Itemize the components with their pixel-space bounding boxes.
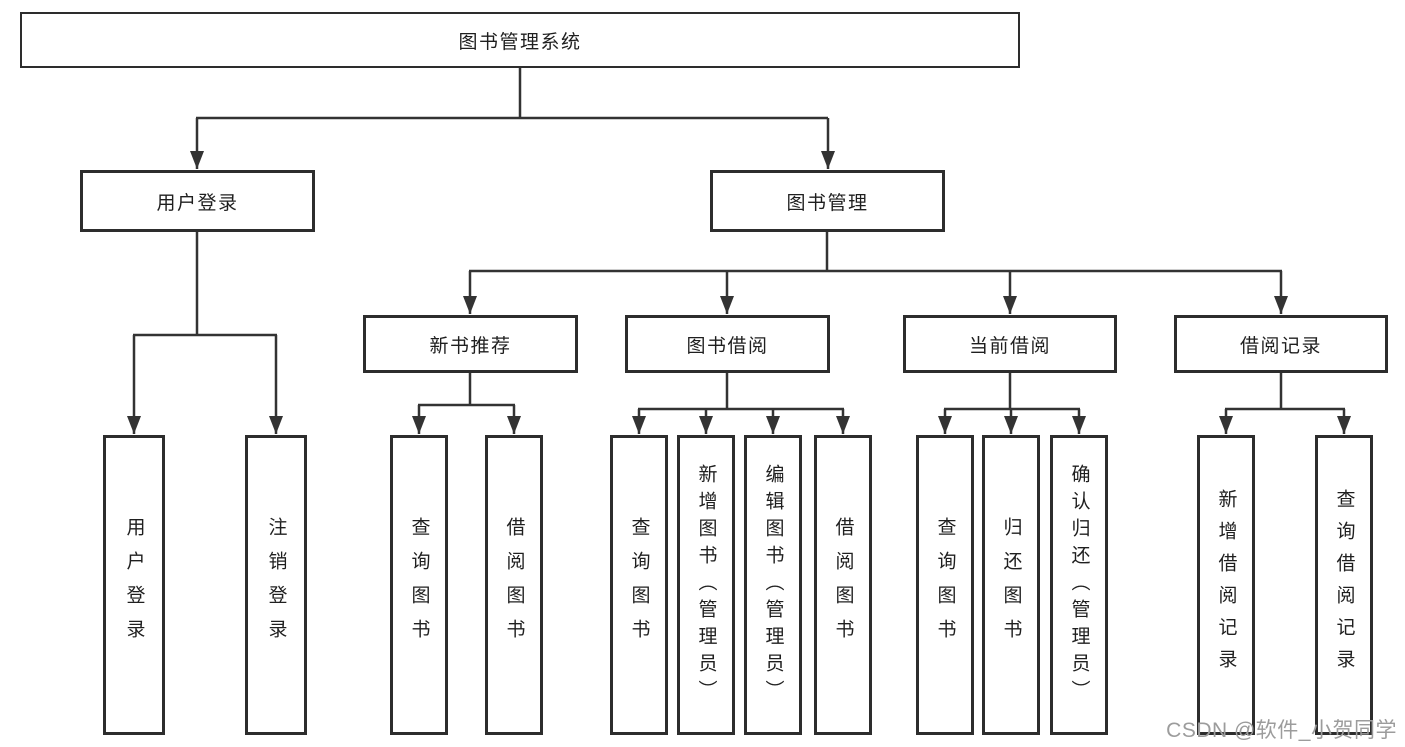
node-current-borrow: 当前借阅 xyxy=(903,315,1117,373)
node-borrow-records: 借阅记录 xyxy=(1174,315,1388,373)
leaf-query-borrow-record: 查询借阅记录 xyxy=(1315,435,1373,735)
node-library-system: 图书管理系统 xyxy=(20,12,1020,68)
leaf-add-borrow-record: 新增借阅记录 xyxy=(1197,435,1255,735)
leaf-edit-books-admin: 编辑图书（管理员） xyxy=(744,435,802,735)
leaf-borrow-query-books: 查询图书 xyxy=(610,435,668,735)
leaf-recommend-query-books: 查询图书 xyxy=(390,435,448,735)
node-book-borrow: 图书借阅 xyxy=(625,315,830,373)
leaf-current-query-books: 查询图书 xyxy=(916,435,974,735)
leaf-confirm-return-admin: 确认归还（管理员） xyxy=(1050,435,1108,735)
leaf-return-books: 归还图书 xyxy=(982,435,1040,735)
csdn-watermark: CSDN @软件_小贺同学 xyxy=(1166,719,1397,742)
leaf-user-login: 用户登录 xyxy=(103,435,165,735)
leaf-logout: 注销登录 xyxy=(245,435,307,735)
node-user-login: 用户登录 xyxy=(80,170,315,232)
leaf-recommend-borrow-books: 借阅图书 xyxy=(485,435,543,735)
leaf-add-books-admin: 新增图书（管理员） xyxy=(677,435,735,735)
leaf-borrow-books: 借阅图书 xyxy=(814,435,872,735)
node-book-management: 图书管理 xyxy=(710,170,945,232)
node-new-book-recommend: 新书推荐 xyxy=(363,315,578,373)
